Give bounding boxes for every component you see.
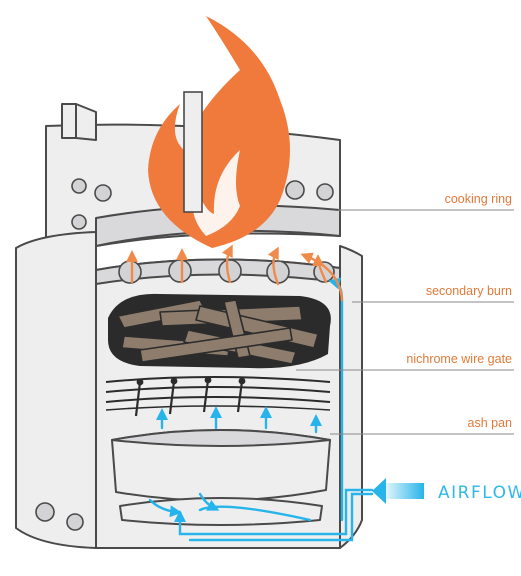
airflow-label: AIRFLOW — [438, 483, 521, 503]
flame — [148, 16, 290, 248]
nichrome-wire-gate-label: nichrome wire gate — [406, 352, 512, 366]
callout-lines — [296, 209, 514, 435]
cooking-ring-label: cooking ring — [445, 192, 512, 206]
ash-pan-label: ash pan — [468, 416, 513, 430]
secondary-burn-arrows — [126, 244, 344, 302]
firewood-logs — [108, 293, 331, 369]
secondary-burn-label: secondary burn — [426, 284, 512, 298]
airflow-indicator: AIRFLOW — [372, 478, 521, 504]
ash-pan — [111, 429, 331, 526]
